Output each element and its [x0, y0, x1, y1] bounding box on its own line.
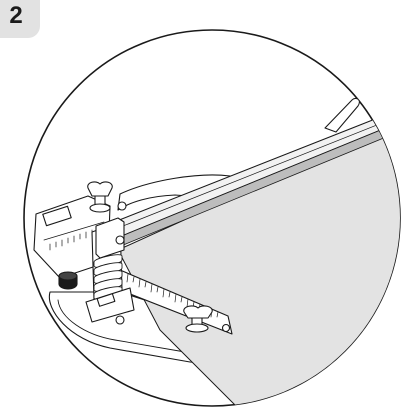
- arm-screw: [117, 201, 127, 211]
- knurled-knob-icon: [58, 271, 78, 290]
- step-number: 2: [9, 2, 23, 29]
- ruler-end-screw: [221, 323, 231, 333]
- top-wing-knob-icon: [87, 181, 113, 213]
- ruler-wing-knob-icon: [183, 305, 213, 333]
- step-badge: 2: [0, 0, 40, 38]
- clamp-screw: [115, 235, 125, 245]
- post-rings: [93, 254, 123, 300]
- foot-screw: [115, 315, 125, 325]
- clamp-block: [95, 217, 125, 259]
